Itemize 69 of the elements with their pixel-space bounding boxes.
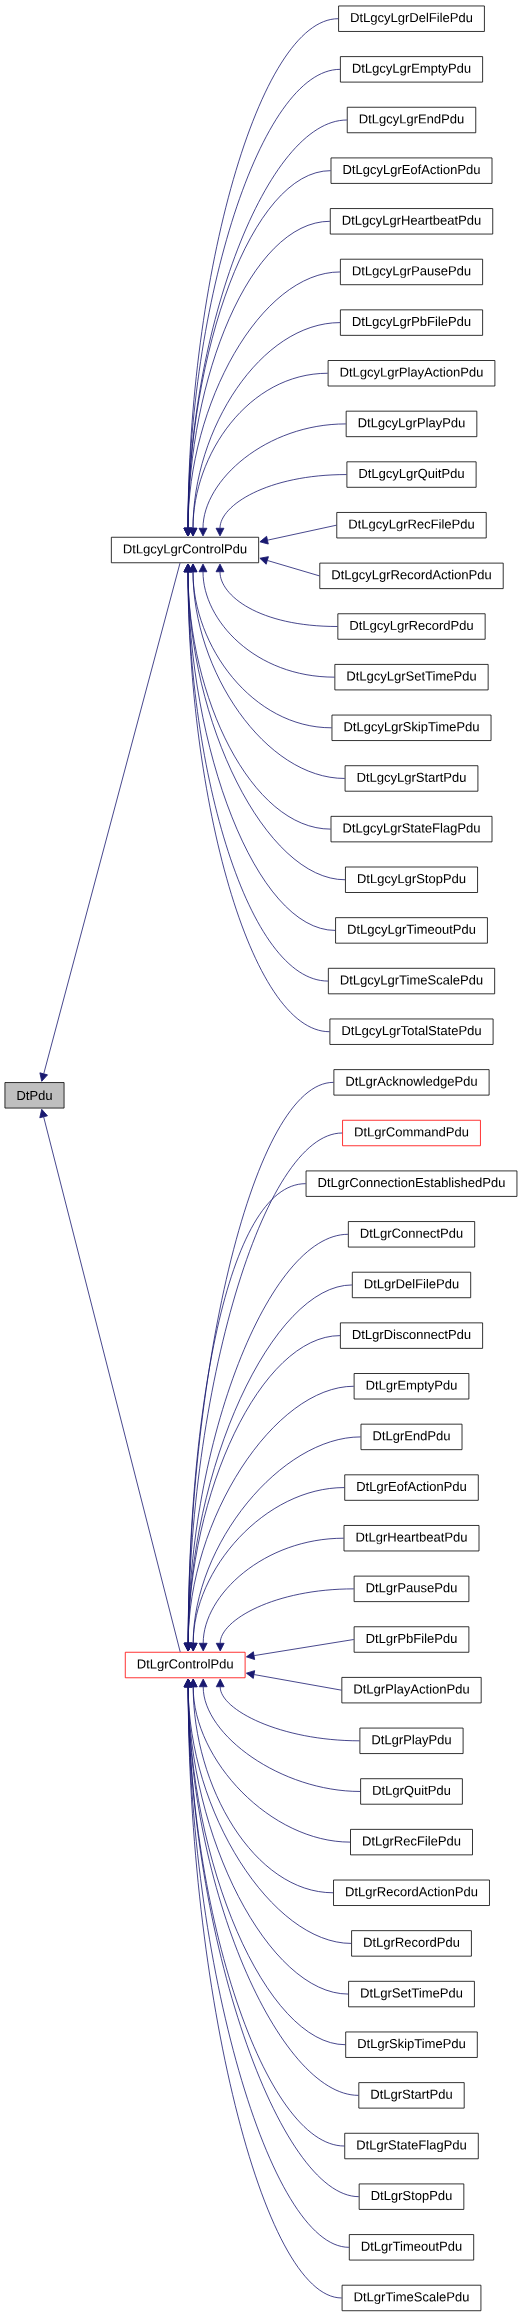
class-box: DtLgcyLgrRecordPdu xyxy=(337,613,486,640)
class-box: DtPdu xyxy=(4,1082,65,1109)
class-box: DtLgcyLgrStopPdu xyxy=(345,866,478,893)
class-box: DtLgrRecFilePdu xyxy=(350,1828,473,1856)
class-box: DtLgcyLgrSkipTimePdu xyxy=(331,714,492,741)
inheritance-arrow xyxy=(183,271,341,537)
class-box: DtLgcyLgrPausePdu xyxy=(340,258,483,286)
class-box: DtLgcyLgrTimeScalePdu xyxy=(327,967,496,995)
inheritance-arrow xyxy=(198,1678,361,1792)
inheritance-arrow xyxy=(39,1108,181,1653)
class-box: DtLgrConnectionEstablishedPdu xyxy=(305,1170,518,1197)
inheritance-arrow xyxy=(183,1385,355,1652)
class-box: DtLgcyLgrQuitPdu xyxy=(346,461,477,488)
class-box: DtLgcyLgrDelFilePdu xyxy=(338,5,485,32)
class-box: DtLgrHeartbeatPdu xyxy=(343,1525,480,1552)
class-box: DtLgrTimeoutPdu xyxy=(348,2234,475,2261)
class-box: DtLgcyLgrTimeoutPdu xyxy=(335,917,488,944)
inheritance-arrow xyxy=(246,1639,355,1660)
class-box: DtLgrControlPdu xyxy=(124,1651,246,1679)
inheritance-arrow xyxy=(215,474,347,537)
class-box: DtLgrAcknowledgePdu xyxy=(333,1069,490,1096)
class-box: DtLgcyLgrStateFlagPdu xyxy=(330,815,493,843)
class-box: DtLgrDisconnectPdu xyxy=(340,1322,483,1349)
class-box: DtLgcyLgrControlPdu xyxy=(110,536,260,564)
class-box: DtLgcyLgrPbFilePdu xyxy=(340,309,483,336)
class-box: DtLgcyLgrTotalStatePdu xyxy=(329,1018,494,1045)
class-box: DtLgrEndPdu xyxy=(360,1423,463,1451)
class-box: DtLgrConnectPdu xyxy=(347,1221,476,1248)
class-box: DtLgcyLgrEofActionPdu xyxy=(330,157,493,184)
inheritance-arrow xyxy=(198,563,335,678)
inheritance-arrow xyxy=(188,563,346,779)
class-box: DtLgrStopPdu xyxy=(358,2183,465,2210)
class-box: DtLgcyLgrHeartbeatPdu xyxy=(329,208,494,235)
inheritance-arrow xyxy=(39,562,181,1082)
class-box: DtLgrCommandPdu xyxy=(342,1119,481,1147)
class-box: DtLgrTimeScalePdu xyxy=(341,2284,482,2312)
class-box: DtLgrRecordActionPdu xyxy=(333,1879,490,1906)
inheritance-arrow xyxy=(259,556,320,577)
inheritance-arrow xyxy=(188,1678,334,1894)
inheritance-arrow xyxy=(215,563,338,627)
class-box: DtLgrStateFlagPdu xyxy=(344,2132,479,2160)
class-box: DtLgrStartPdu xyxy=(358,2082,465,2109)
class-box: DtLgrEofActionPdu xyxy=(344,1474,479,1501)
class-box: DtLgcyLgrRecordActionPdu xyxy=(319,562,504,589)
class-box: DtLgcyLgrEndPdu xyxy=(346,106,477,134)
inheritance-arrow xyxy=(259,524,337,545)
inheritance-arrow xyxy=(215,1678,360,1742)
inheritance-arrow xyxy=(215,1588,355,1652)
class-box: DtLgrSetTimePdu xyxy=(348,1980,475,2008)
inheritance-arrow xyxy=(188,372,329,537)
class-box: DtLgcyLgrEmptyPdu xyxy=(340,56,483,83)
class-box: DtLgrPbFilePdu xyxy=(353,1626,470,1653)
class-box: DtLgcyLgrPlayActionPdu xyxy=(327,360,496,387)
class-box: DtLgrPlayActionPdu xyxy=(341,1677,482,1704)
inheritance-arrow xyxy=(198,423,347,537)
class-box: DtLgrSkipTimePdu xyxy=(345,2031,478,2058)
class-box: DtLgcyLgrSetTimePdu xyxy=(334,664,489,691)
inheritance-arrow xyxy=(198,1537,344,1652)
class-box: DtLgrPlayPdu xyxy=(359,1727,464,1754)
class-box: DtLgcyLgrPlayPdu xyxy=(345,410,478,438)
inheritance-arrow xyxy=(246,1670,342,1691)
class-box: DtLgrQuitPdu xyxy=(360,1778,463,1805)
inheritance-arrow xyxy=(188,1487,345,1652)
class-box: DtLgrDelFilePdu xyxy=(351,1271,472,1299)
class-box: DtLgcyLgrStartPdu xyxy=(344,765,479,792)
class-box: DtLgcyLgrRecFilePdu xyxy=(336,512,487,539)
class-box: DtLgrEmptyPdu xyxy=(353,1373,470,1400)
class-box: DtLgrPausePdu xyxy=(353,1575,470,1602)
class-box: DtLgrRecordPdu xyxy=(351,1930,472,1957)
